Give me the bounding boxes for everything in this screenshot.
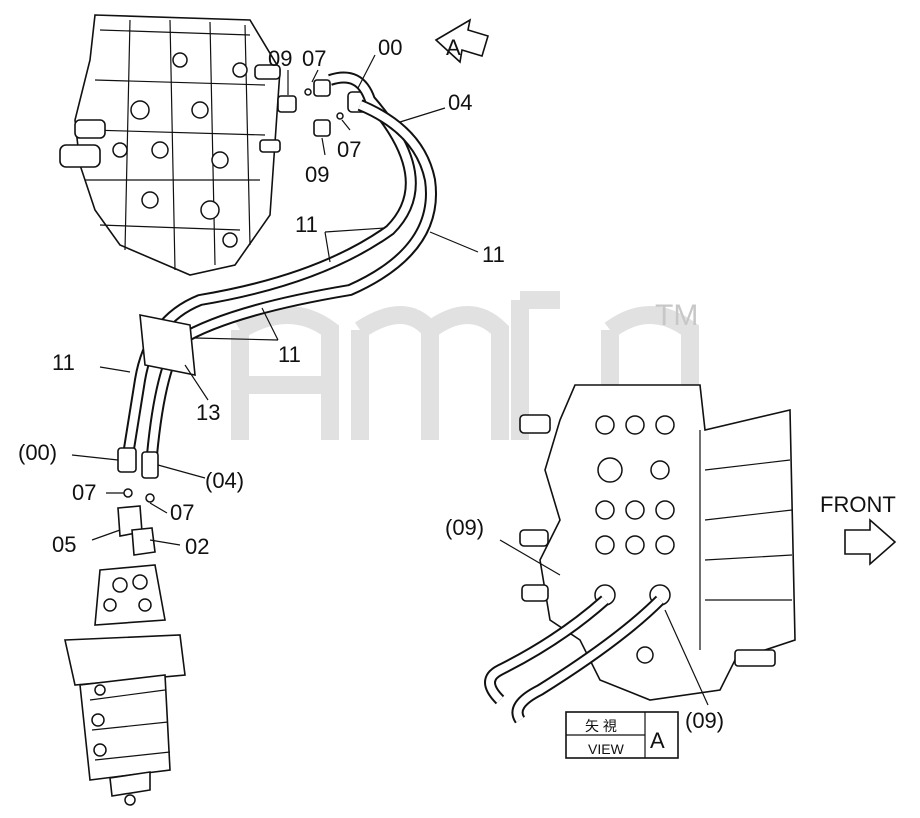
view-a-marker: A (434, 18, 489, 64)
callout-04-paren: (04) (205, 468, 244, 493)
callout-09-mid: 09 (305, 162, 329, 187)
callout-09-paren-bottom: (09) (685, 708, 724, 733)
hose-assembly (117, 71, 437, 503)
callout-07-right: 07 (170, 500, 194, 525)
callout-07-top: 07 (302, 46, 326, 71)
callout-00-top: 00 (378, 35, 402, 60)
callout-11-c: 11 (278, 342, 301, 367)
watermark-logo: TM (231, 291, 699, 440)
view-a-box: 矢 視 VIEW A (565, 711, 679, 759)
view-a-letter: A (446, 35, 461, 60)
front-arrow-icon (844, 518, 897, 566)
front-label: FRONT (820, 492, 896, 517)
fitting-set-top (277, 79, 371, 137)
callout-09-top: 09 (268, 46, 292, 71)
view-box-letter: A (650, 728, 665, 753)
callout-11-b: 11 (482, 242, 505, 267)
control-valve-main (59, 14, 281, 276)
swivel-joint (64, 505, 186, 806)
front-indicator: FRONT (820, 492, 897, 566)
watermark-tm: TM (655, 299, 698, 332)
leader-lines (71, 54, 709, 706)
callout-labels: 00 09 07 04 07 09 11 11 11 11 13 (00) (0… (18, 35, 724, 733)
callout-13: 13 (196, 400, 220, 425)
view-box-word: VIEW (588, 741, 625, 757)
callout-00-paren: (00) (18, 440, 57, 465)
callout-04-right: 04 (448, 90, 472, 115)
callout-11-a: 11 (295, 212, 318, 237)
callout-07-left: 07 (72, 480, 96, 505)
control-valve-view-a (484, 384, 796, 724)
callout-11-left: 11 (52, 350, 75, 375)
callout-02: 02 (185, 534, 209, 559)
callout-07-mid: 07 (337, 137, 361, 162)
callout-09-paren-left: (09) (445, 515, 484, 540)
view-box-kanji: 矢 視 (585, 718, 617, 734)
callout-05: 05 (52, 532, 76, 557)
